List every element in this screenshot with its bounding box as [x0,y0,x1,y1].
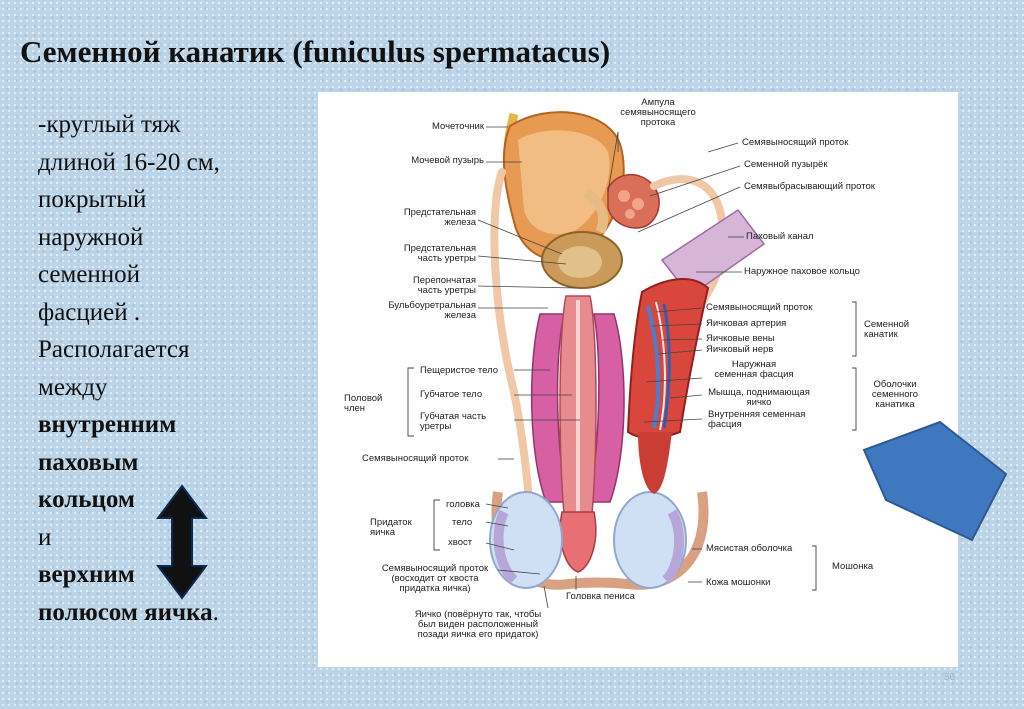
label-internal-fascia: Внутренняя семенная фасция [708,409,806,430]
label-external-fascia: Наружная семенная фасция [714,359,794,380]
bold-text-line: кольцом [38,486,135,513]
label-epididymis-group: Придаток яичка [370,517,412,538]
label-epididymis-tail: хвост [448,537,473,548]
text-line: и [38,523,52,551]
label-ejaculatory-duct: Семявыбрасывающий проток [744,181,875,192]
text-line: Располагается [38,336,190,363]
bold-text-line: внутренним [38,411,177,438]
label-bladder: Мочевой пузырь [411,155,484,166]
label-prostate: Предстательная железа [403,207,476,228]
label-testicular-nerve: Яичковый нерв [706,344,774,355]
label-epididymis-body: тело [452,517,473,528]
label-membranous-urethra: Перепончатая часть уретры [412,275,476,296]
pentagon-shape [862,420,1008,542]
anatomy-illustration [407,111,857,609]
text-line: . [212,598,219,626]
double-arrow-icon [156,484,208,600]
label-prostatic-urethra: Предстательная часть уретры [403,243,476,264]
label-cremaster: Мышца, поднимающая яичко [708,387,810,408]
text-line: фасцией . [38,298,141,326]
label-testicular-veins: Яичковые вены [706,333,775,344]
label-spermatic-cord-group: Семенной канатик [864,319,910,340]
bold-text-line: полюсом яичка [38,598,213,626]
label-bulbourethral: Бульбоуретральная железа [388,300,476,321]
bold-text-line: паховым [38,448,139,476]
slide-title: Семенной канатик (funiculus spermatacus) [20,34,611,69]
label-inguinal-canal: Паховый канал [746,231,814,242]
text-line: длиной 16-20 см, [38,148,220,176]
label-ampulla: Ампула семявыносящего протока [620,97,696,128]
label-cord-ductus: Семявыносящий проток [706,302,813,313]
label-cavernous-body: Пещеристое тело [420,365,499,376]
label-spongy-body: Губчатое тело [420,389,483,400]
label-penis-group: Половой член [344,393,383,414]
label-dartos: Мясистая оболочка [706,543,793,554]
label-seminal-vesicle: Семенной пузырёк [744,159,828,170]
label-glans: Головка пениса [566,591,635,602]
text-line: -круглый тяж [38,111,181,138]
label-scrotum-group: Мошонка [832,561,874,572]
label-ductus-from-tail: Семявыносящий проток (восходит от хвоста… [381,563,489,594]
body-text: -круглый тяж длиной 16-20 см, покрытый н… [38,106,288,631]
label-ureter: Мочеточник [432,121,484,132]
bold-text-line: верхним [38,561,135,588]
label-spongy-urethra: Губчатая часть уретры [420,411,487,432]
text-line: семенной [38,261,141,288]
label-ductus-deferens-top: Семявыносящий проток [742,137,849,148]
text-line: между [38,373,108,401]
label-coverings-group: Оболочки семенного канатика [871,379,919,410]
label-testis-note: Яичко (повёрнуто так, чтобы был виден ра… [414,609,542,640]
label-ductus-lower: Семявыносящий проток [362,453,469,464]
label-external-ring: Наружное паховое кольцо [744,266,860,277]
label-testicular-artery: Яичковая артерия [706,318,787,329]
label-epididymis-head: головка [446,499,480,510]
anatomy-figure: Мочеточник Мочевой пузырь Ампула семявын… [318,92,958,667]
text-line: покрытый [38,186,147,213]
text-line: наружной [38,223,144,251]
label-scrotum-skin: Кожа мошонки [706,577,771,588]
page-number: 56 [944,672,956,683]
